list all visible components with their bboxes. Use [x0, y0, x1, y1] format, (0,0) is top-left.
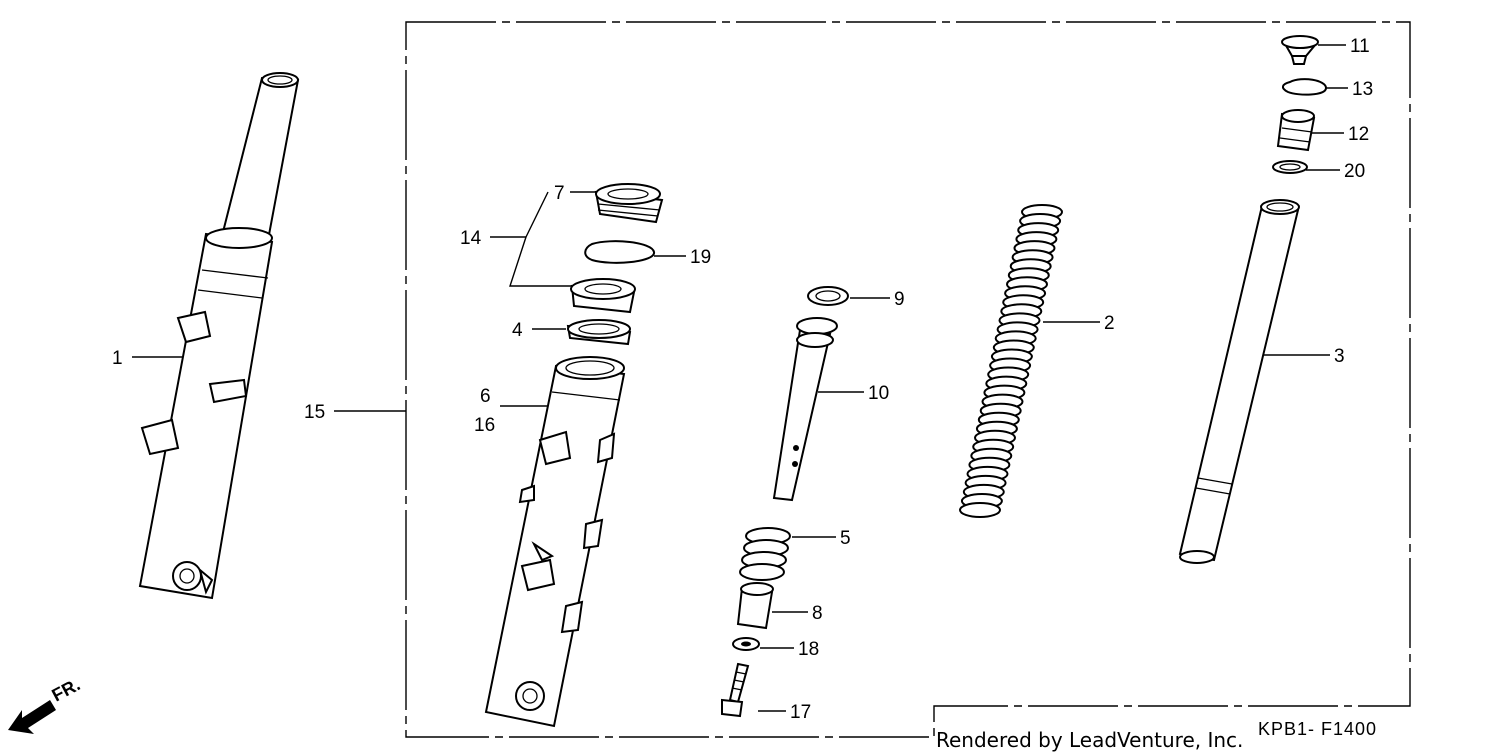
- callout-3[interactable]: 3: [1334, 346, 1345, 367]
- part-12-spring-collar[interactable]: [1276, 109, 1316, 152]
- part-20-o-ring[interactable]: [1272, 160, 1308, 174]
- part-11-fork-bolt[interactable]: [1281, 35, 1319, 65]
- callout-8[interactable]: 8: [812, 603, 823, 624]
- callout-5[interactable]: 5: [840, 528, 851, 549]
- part-6-fork-slider[interactable]: [484, 356, 626, 728]
- callout-15[interactable]: 15: [304, 402, 325, 423]
- part-2-fork-spring[interactable]: [959, 204, 1063, 518]
- part-8-oil-lock-piece[interactable]: [736, 582, 774, 630]
- callout-18[interactable]: 18: [798, 639, 819, 660]
- callout-7[interactable]: 7: [554, 183, 565, 204]
- callout-labels: 1 2 3 4 5 6 7 8 9 10 11 12 13 14 15 16 1…: [112, 36, 1373, 723]
- callout-17[interactable]: 17: [790, 702, 811, 723]
- assembly-frame: [405, 21, 1411, 738]
- part-7-dust-seal[interactable]: [594, 183, 664, 224]
- part-4-back-up-ring[interactable]: [566, 319, 632, 346]
- callout-2[interactable]: 2: [1104, 313, 1115, 334]
- part-10-fork-piston[interactable]: [772, 317, 838, 502]
- leader-lines: [132, 44, 1348, 712]
- front-arrow-icon: [8, 700, 56, 734]
- part-9-piston-ring[interactable]: [807, 286, 849, 306]
- callout-4[interactable]: 4: [512, 320, 523, 341]
- front-label: FR.: [48, 674, 83, 705]
- callout-12[interactable]: 12: [1348, 124, 1369, 145]
- part-14-oil-seal[interactable]: [570, 278, 636, 314]
- render-credit: Rendered by LeadVenture, Inc.: [936, 728, 1243, 752]
- callout-1[interactable]: 1: [112, 348, 123, 369]
- callout-14[interactable]: 14: [460, 228, 482, 249]
- callout-13[interactable]: 13: [1352, 79, 1373, 100]
- diagram-code: KPB1- F1400: [1258, 719, 1377, 739]
- part-18-sealing-washer[interactable]: [732, 637, 760, 651]
- part-3-fork-pipe[interactable]: [1178, 199, 1300, 564]
- callout-6[interactable]: 6: [480, 386, 491, 407]
- callout-11[interactable]: 11: [1350, 36, 1370, 57]
- callout-19[interactable]: 19: [690, 247, 711, 268]
- spring-coil: [959, 502, 1001, 518]
- part-13-circlip[interactable]: [1282, 78, 1328, 96]
- part-19-snap-ring[interactable]: [584, 240, 655, 264]
- callout-9[interactable]: 9: [894, 289, 905, 310]
- part-17-socket-bolt[interactable]: [721, 662, 750, 718]
- callout-16[interactable]: 16: [474, 415, 495, 436]
- front-direction-marker: FR.: [8, 674, 83, 734]
- callout-10[interactable]: 10: [868, 383, 889, 404]
- part-1-fork-assembly[interactable]: [138, 72, 300, 600]
- part-5-rebound-spring[interactable]: [739, 527, 791, 581]
- callout-20[interactable]: 20: [1344, 161, 1365, 182]
